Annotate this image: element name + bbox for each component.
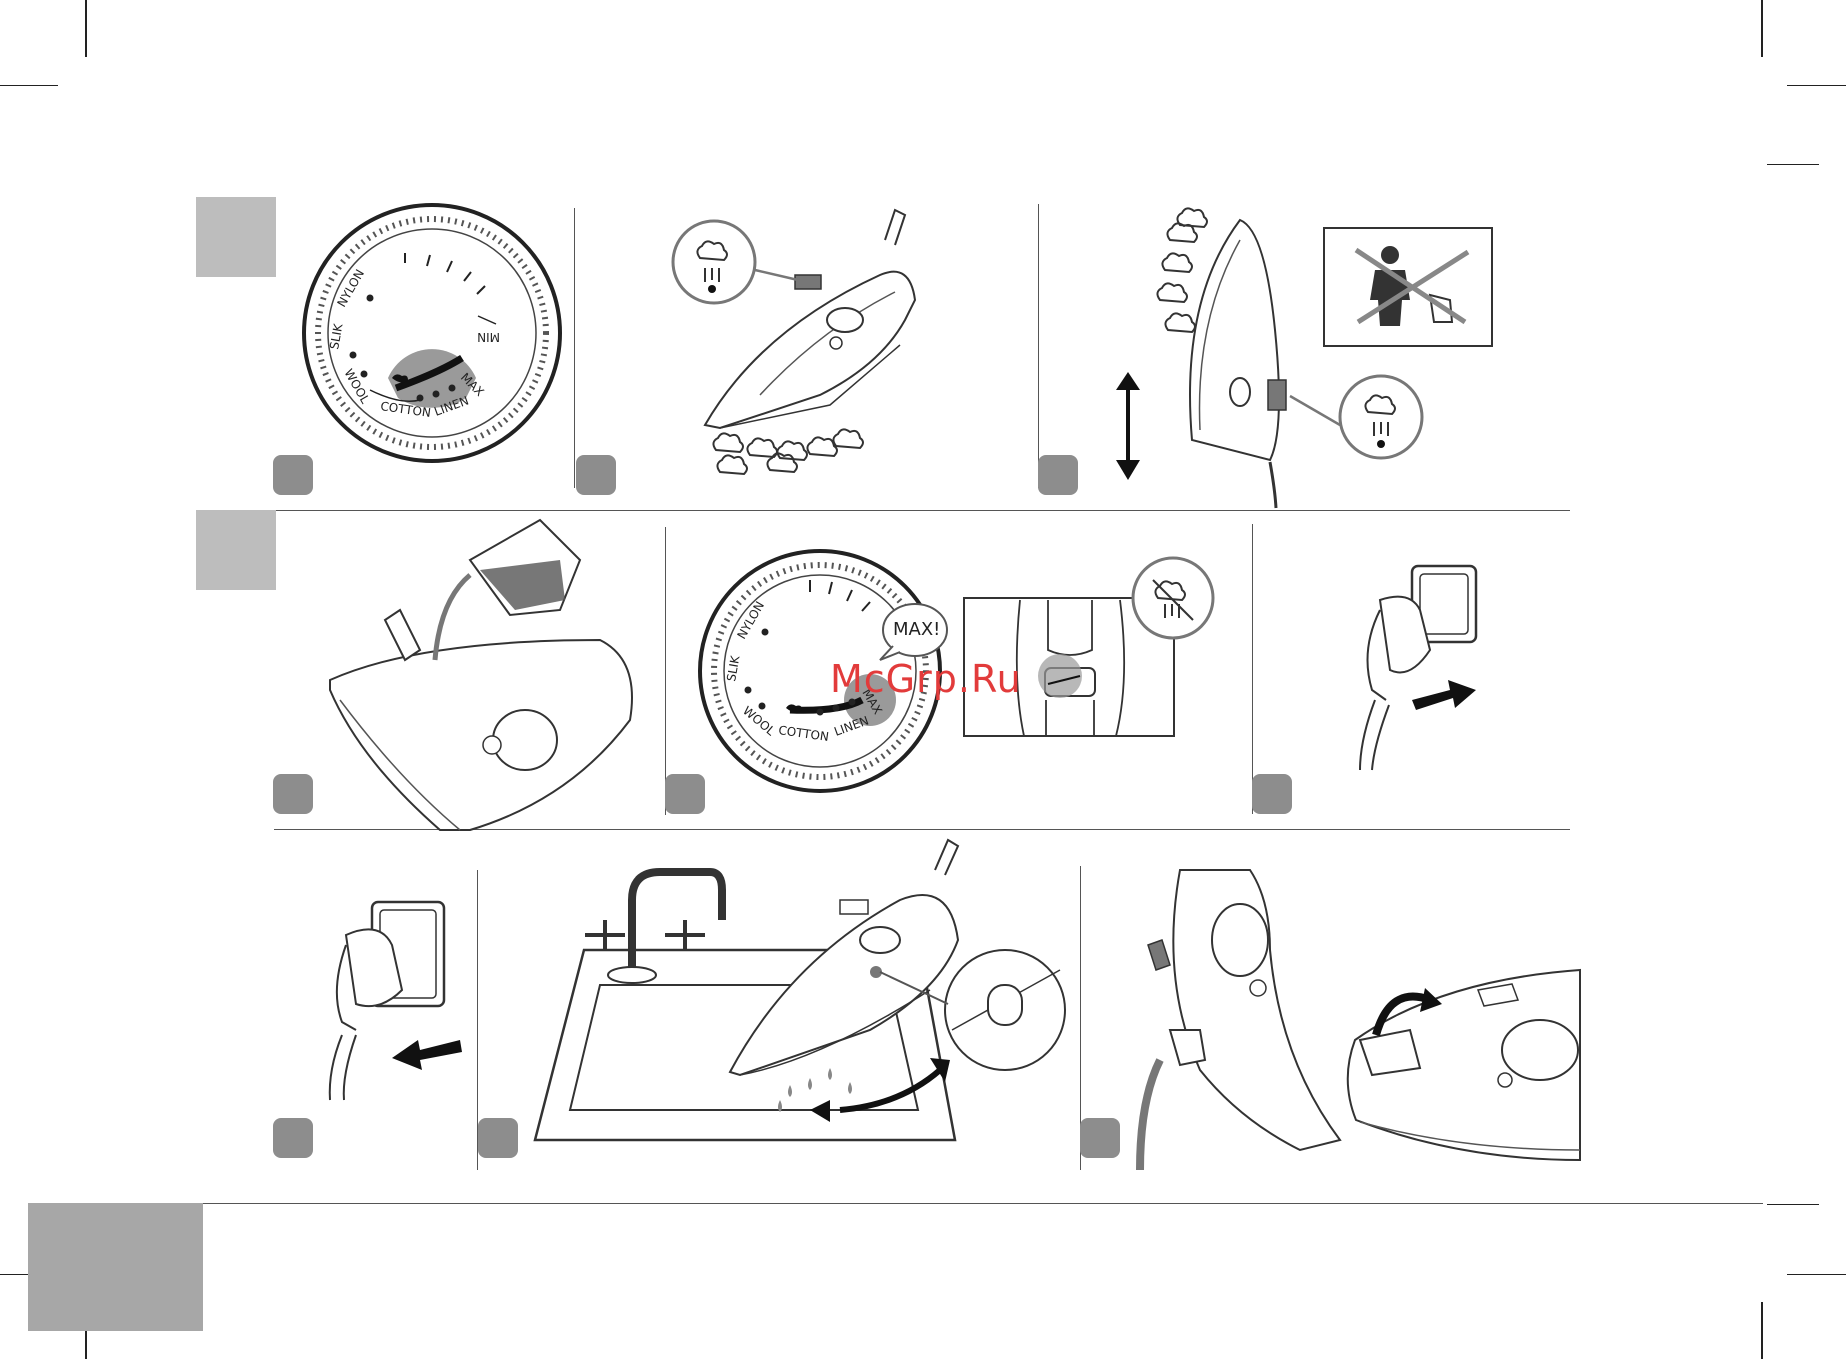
- unplug-socket: [330, 902, 462, 1100]
- tap-handle-left: [585, 920, 625, 950]
- double-arrow-icon: [1116, 372, 1140, 480]
- dial-label-min: MIN: [477, 330, 500, 344]
- sink-drain-iron: [535, 840, 1065, 1140]
- arrow-icon: [1412, 680, 1476, 710]
- watermark: McGrp.Ru: [830, 657, 1022, 701]
- open-tank-lid: [1140, 870, 1580, 1170]
- tap-handle-right: [665, 920, 705, 950]
- max-callout: MAX!: [893, 619, 940, 640]
- plug-in-socket: [1360, 566, 1476, 770]
- iron-steam-burst: [673, 210, 915, 474]
- vertical-steam-iron: [1116, 208, 1492, 508]
- temperature-dial-1: NYLON SLIK WOOL COTTON LINEN MAX MIN: [304, 205, 560, 461]
- fill-water-tank: [330, 520, 632, 830]
- arrow-icon: [392, 1040, 462, 1070]
